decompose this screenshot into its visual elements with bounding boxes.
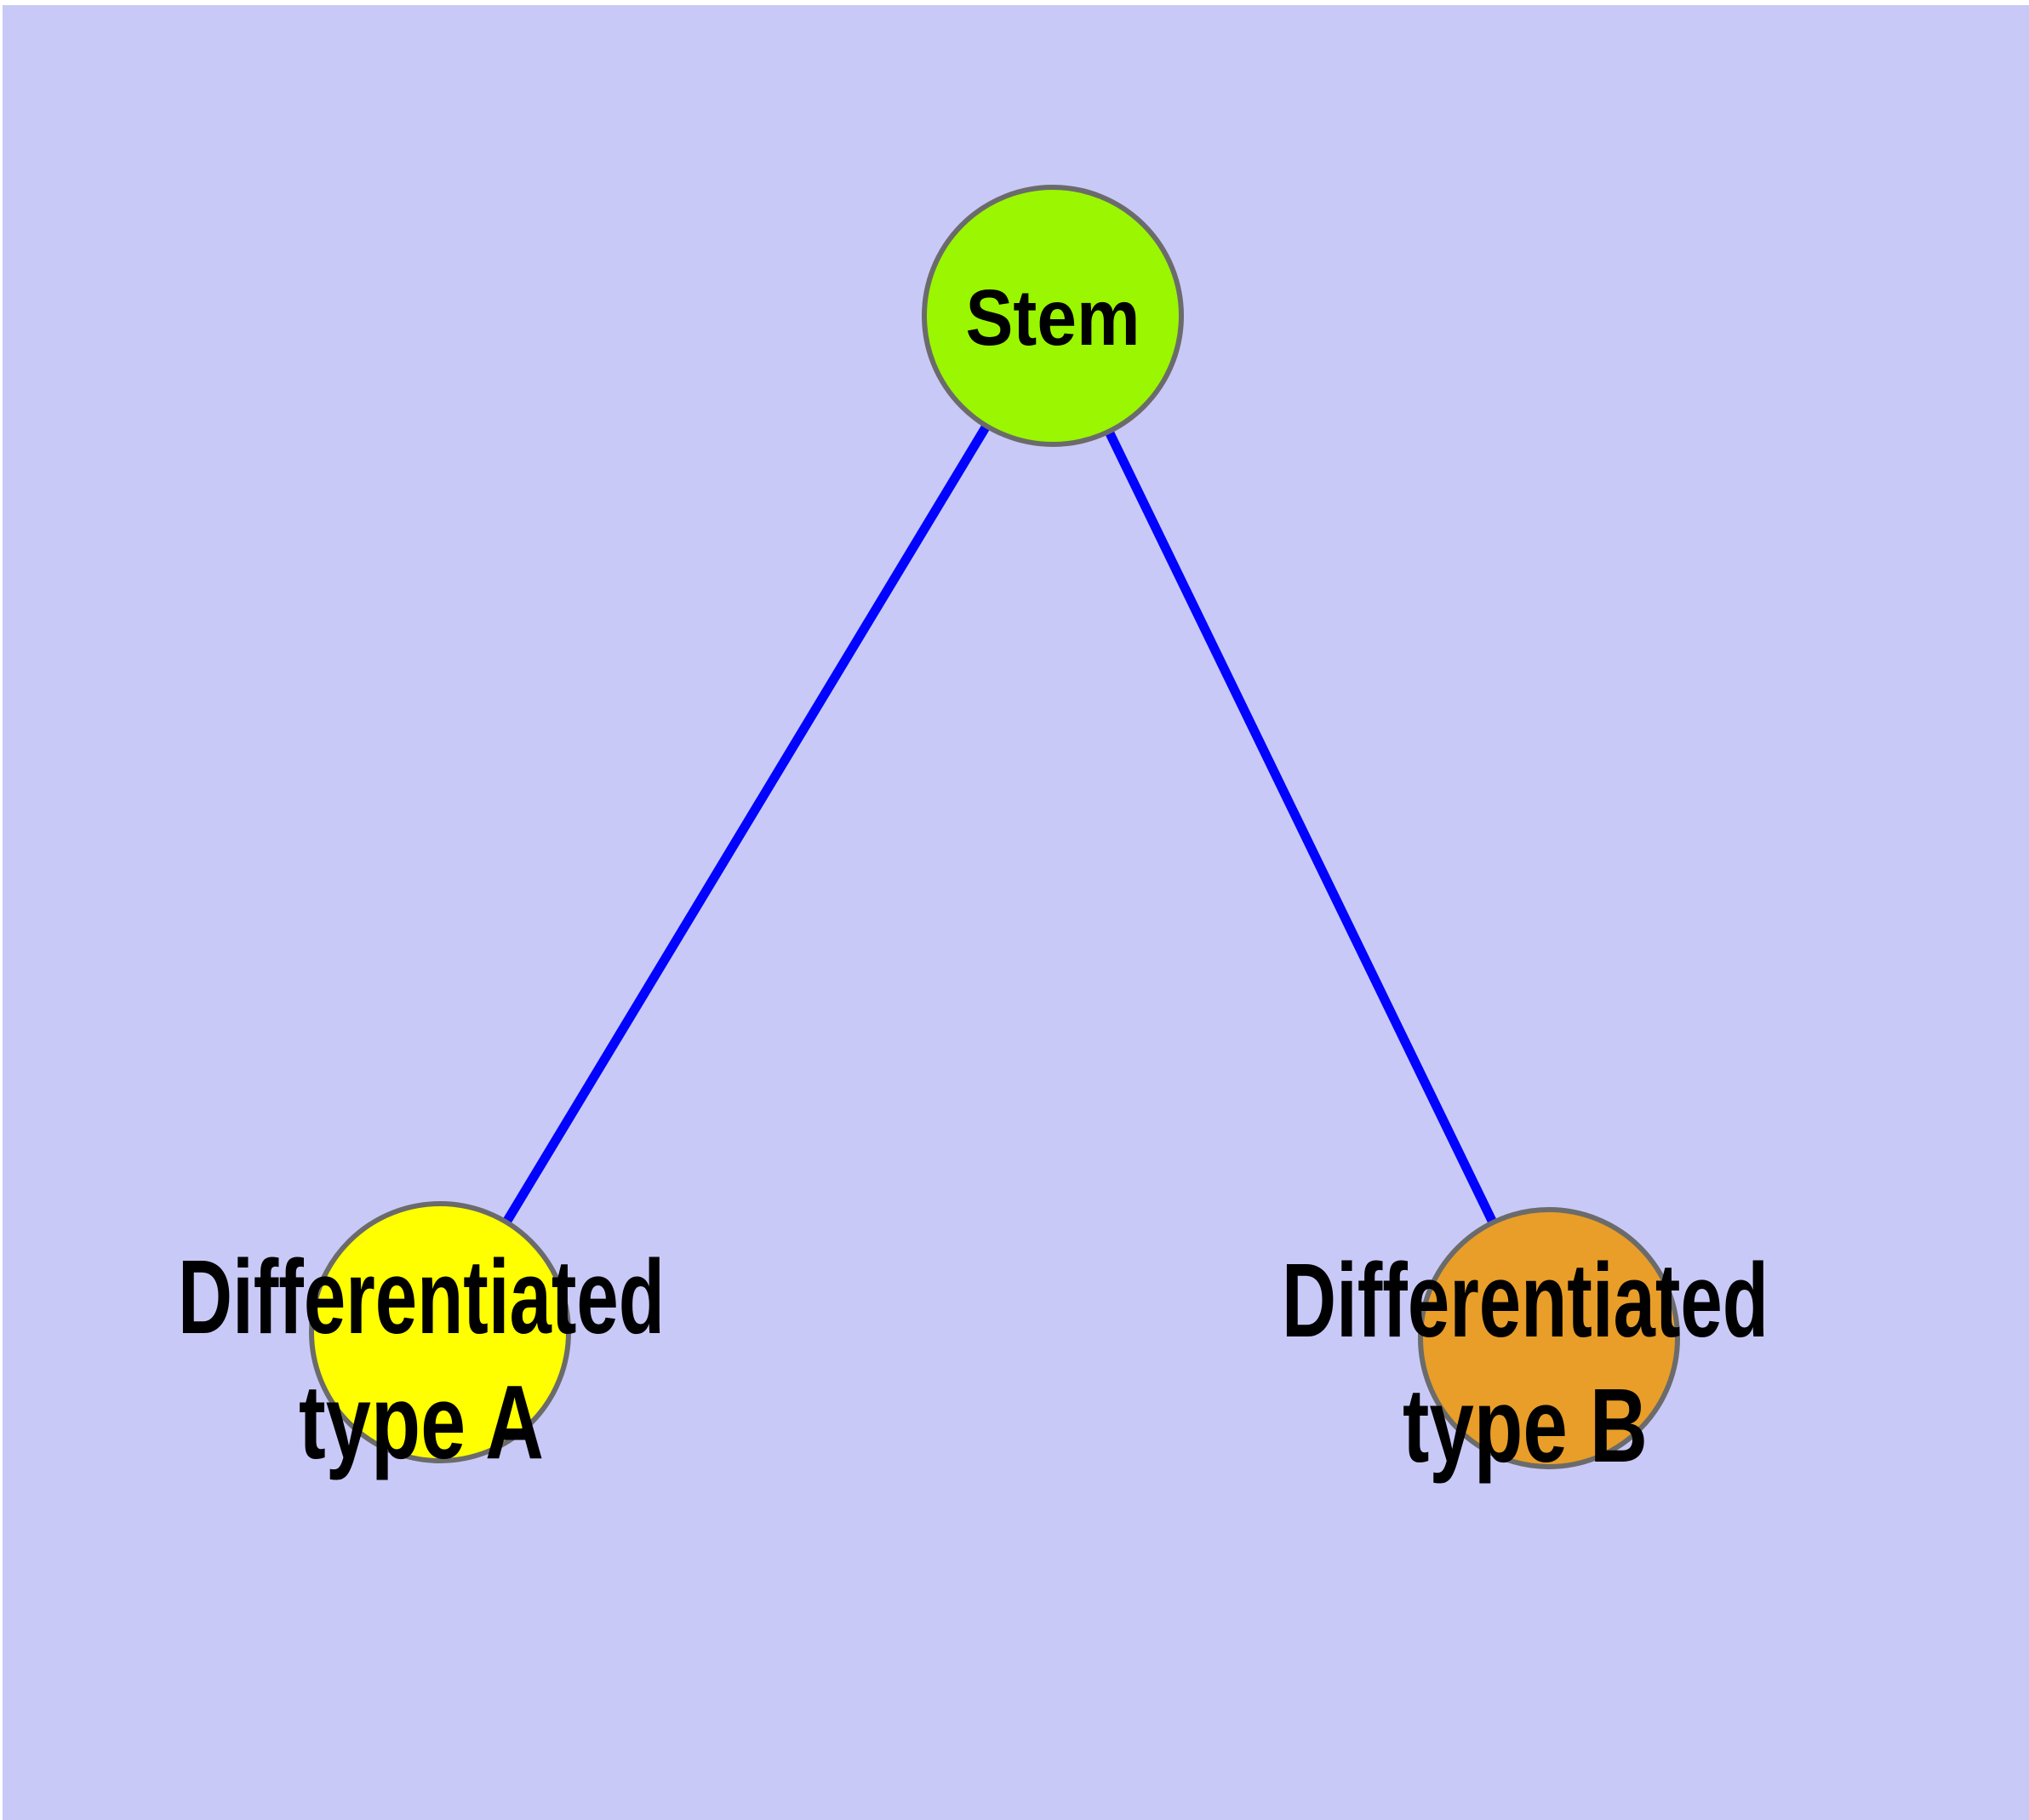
node-type-a-label-line2: type A	[299, 1365, 544, 1481]
edge-stem-to-type-b	[1049, 313, 1553, 1341]
node-type-b-circle	[1418, 1207, 1680, 1469]
node-type-a-circle	[309, 1201, 571, 1463]
node-type-b-label-line1: Differentiated	[1282, 1243, 1769, 1359]
node-stem-circle	[922, 185, 1184, 447]
node-type-b-label-line2: type B	[1403, 1368, 1648, 1485]
edge-stem-to-type-a	[436, 313, 1057, 1335]
node-type-a-label-line1: Differentiated	[178, 1239, 665, 1356]
node-stem-label: Stem	[966, 273, 1140, 362]
